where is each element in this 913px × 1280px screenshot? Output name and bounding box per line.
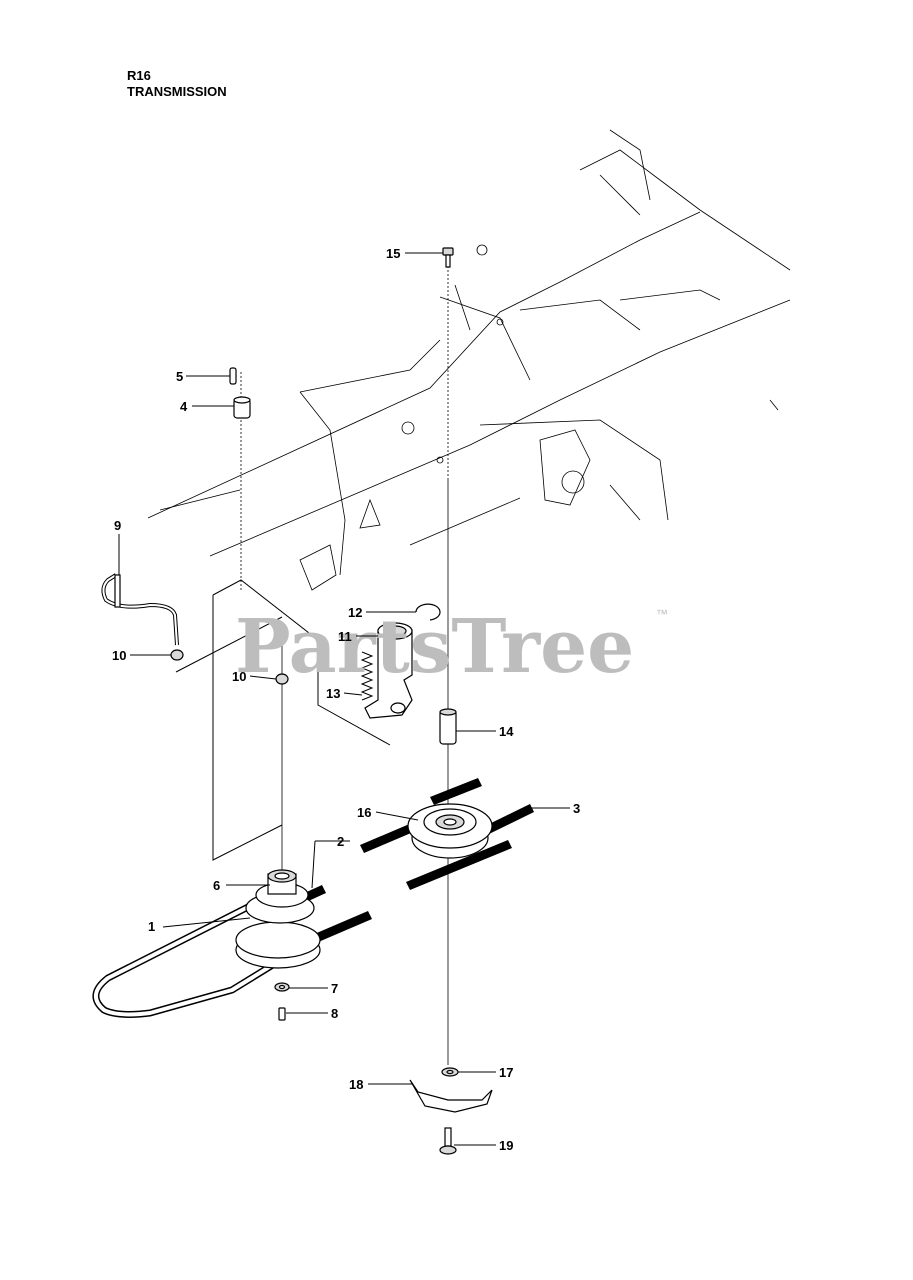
part-4-bushing xyxy=(233,396,251,419)
chassis-frame xyxy=(147,129,791,591)
watermark-trademark: ™ xyxy=(656,607,668,621)
callout-10a: 10 xyxy=(112,648,126,663)
callout-labels: 1 2 3 4 5 6 7 8 9 10 10 11 12 13 14 15 1… xyxy=(112,246,580,1153)
callout-13: 13 xyxy=(326,686,340,701)
callout-17: 17 xyxy=(499,1065,513,1080)
callout-5: 5 xyxy=(176,369,183,384)
part-1-vbelt xyxy=(92,901,286,1018)
part-19-bolt xyxy=(439,1127,457,1155)
part-5-pin xyxy=(229,367,237,385)
part-6-drive-pulley xyxy=(235,869,321,969)
callout-2: 2 xyxy=(337,834,344,849)
part-7-washer xyxy=(274,982,290,992)
model-code: R16 xyxy=(127,68,151,83)
leader-lines xyxy=(118,252,570,1146)
section-title: TRANSMISSION xyxy=(127,84,227,99)
callout-7: 7 xyxy=(331,981,338,996)
callout-19: 19 xyxy=(499,1138,513,1153)
diagram-header: R16 TRANSMISSION xyxy=(127,68,227,100)
part-16-idler-pulley xyxy=(407,803,493,859)
callout-9: 9 xyxy=(114,518,121,533)
callout-18: 18 xyxy=(349,1077,363,1092)
watermark-text: PartsTree xyxy=(235,604,634,690)
callout-15: 15 xyxy=(386,246,400,261)
part-18-belt-guide xyxy=(409,1079,493,1113)
part-14-spacer xyxy=(439,708,457,745)
callout-1: 1 xyxy=(148,919,155,934)
callout-12: 12 xyxy=(348,605,362,620)
part-12-ring xyxy=(415,603,441,621)
callout-6: 6 xyxy=(213,878,220,893)
callout-3: 3 xyxy=(573,801,580,816)
callout-10b: 10 xyxy=(232,669,246,684)
callout-14: 14 xyxy=(499,724,514,739)
callout-11: 11 xyxy=(338,629,352,644)
part-15-bolt xyxy=(442,247,454,268)
watermark: PartsTree ™ xyxy=(235,604,668,690)
callout-4: 4 xyxy=(180,399,188,414)
part-13-spring xyxy=(360,651,374,701)
part-11-idler-arm xyxy=(364,622,413,719)
part-8-bolt xyxy=(278,1007,286,1021)
callout-16: 16 xyxy=(357,805,371,820)
part-17-washer xyxy=(441,1067,459,1077)
belts xyxy=(300,778,534,943)
callout-8: 8 xyxy=(331,1006,338,1021)
part-9-rod xyxy=(101,573,179,646)
assembly-outlines xyxy=(175,579,391,861)
